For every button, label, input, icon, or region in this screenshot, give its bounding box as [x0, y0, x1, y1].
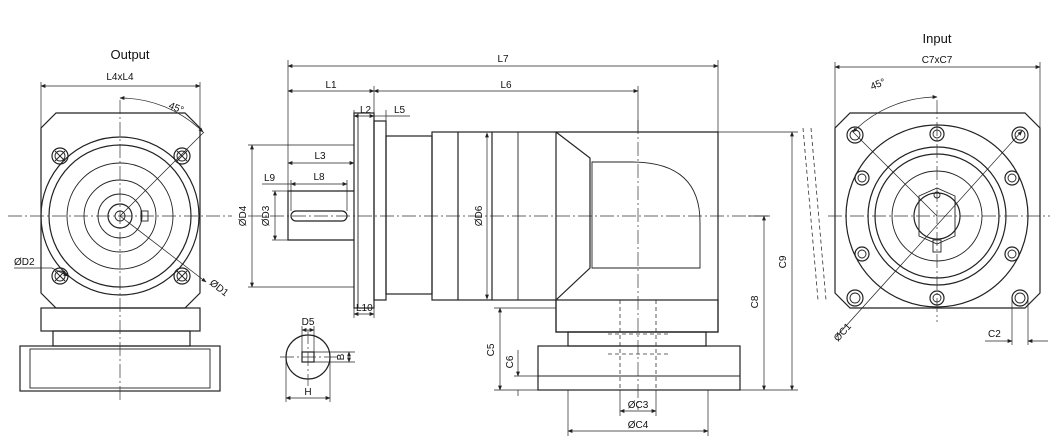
dim-b-label: B: [336, 353, 347, 360]
dim-l3-label: L3: [314, 151, 326, 162]
body-collar: [385, 135, 433, 295]
dim-c2-label: C2: [988, 329, 1001, 340]
flange-step: [373, 120, 387, 301]
dim-d6-label: ØD6: [474, 205, 485, 226]
dim-c5-label: C5: [486, 343, 497, 356]
dim-c8-label: C8: [750, 295, 761, 308]
dim-l9-label: L9: [264, 173, 276, 184]
adapter-housing: [555, 299, 719, 333]
dim-input-angle-label: 45°: [869, 77, 887, 93]
dim-l7-label: L7: [497, 54, 509, 65]
dim-l1-label: L1: [325, 80, 337, 91]
dim-l8-label: L8: [313, 172, 325, 183]
input-view: Input: [802, 31, 1050, 345]
dim-c4-label: ØC4: [628, 420, 649, 431]
dim-d5-label: D5: [302, 317, 315, 328]
dim-c1-line: [835, 130, 1023, 338]
output-housing: [40, 307, 201, 332]
output-flange: [353, 112, 375, 309]
output-view-title: Output: [110, 47, 149, 62]
input-flange-plate: [834, 112, 1041, 309]
output-flange-plate: [40, 112, 201, 309]
input-base-flange: [537, 345, 741, 391]
dim-c3-label: ØC3: [628, 400, 649, 411]
dim-c7xc7-label: C7xC7: [922, 55, 953, 66]
dim-input-angle-arc: [852, 95, 938, 133]
dim-l6-label: L6: [500, 80, 512, 91]
output-shaft: [287, 190, 354, 241]
dim-c1-label: ØC1: [832, 321, 854, 344]
output-neck: [52, 330, 191, 347]
dim-d4-label: ØD4: [238, 205, 249, 226]
dim-d1-line: [119, 215, 207, 283]
housing-curve: [591, 161, 701, 269]
shaft-key: [290, 210, 348, 222]
break-line-left: [802, 127, 819, 301]
shaft-section-view: D5 B H: [280, 317, 355, 402]
dim-d2-label: ØD2: [14, 257, 35, 268]
dim-c6-label: C6: [505, 355, 516, 368]
input-view-title: Input: [923, 31, 952, 46]
dim-c9-label: C9: [778, 255, 789, 268]
gear-body: [431, 131, 557, 301]
dim-d3-label: ØD3: [261, 205, 272, 226]
side-view: L7 L1 L6 L2 L5 L3 L9 L8 ØD4: [238, 54, 798, 436]
dim-d1-label: ØD1: [207, 278, 230, 300]
dim-l5-label: L5: [394, 105, 406, 116]
dim-l4xl4-label: L4xL4: [106, 72, 134, 83]
dim-l2-label: L2: [360, 105, 372, 116]
output-view: Output: [8, 47, 232, 400]
dim-l10-label: L10: [356, 303, 373, 314]
dim-output-angle-label: 45°: [167, 101, 185, 117]
dim-h-label: H: [304, 387, 311, 398]
dim-output-angle-arc: [119, 96, 204, 133]
